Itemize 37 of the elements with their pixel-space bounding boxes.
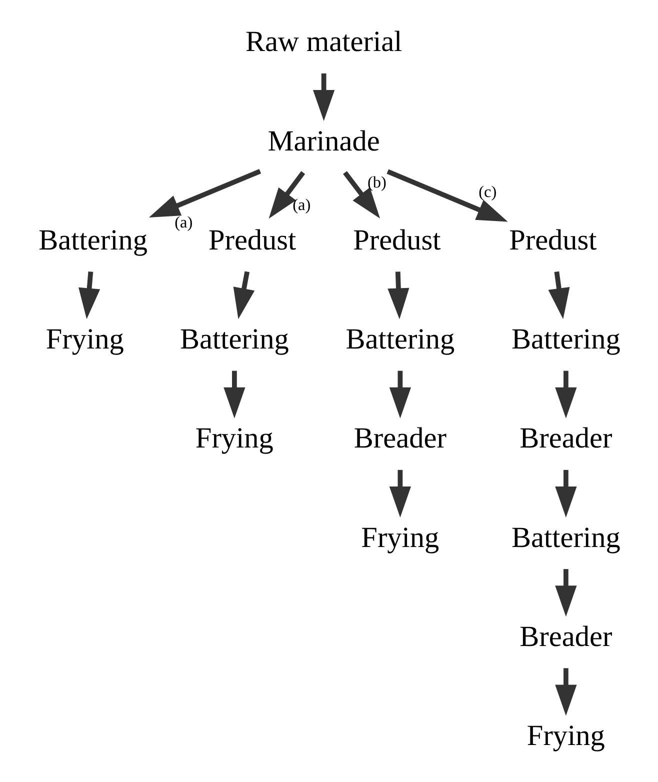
arrow xyxy=(312,73,334,121)
edge-label: (a) xyxy=(174,213,192,232)
arrow xyxy=(232,271,254,320)
node-text: Battering xyxy=(38,224,147,256)
node-text: Battering xyxy=(180,324,288,356)
node-text: Raw material xyxy=(244,26,402,58)
arrow xyxy=(554,370,576,418)
edge-label: (c) xyxy=(478,183,496,202)
node-text: Battering xyxy=(345,324,454,356)
node-text: Predust xyxy=(352,224,440,256)
node-text: Breader xyxy=(519,422,612,455)
node-text: Battering xyxy=(511,324,620,356)
arrow xyxy=(554,569,576,617)
node-text: Predust xyxy=(208,224,296,256)
node-text: Battering xyxy=(511,522,620,554)
arrow xyxy=(554,668,576,716)
arrow xyxy=(78,271,100,320)
arrow xyxy=(554,470,576,518)
edge-label: (b) xyxy=(366,174,386,192)
arrow xyxy=(548,271,570,320)
arrow xyxy=(386,169,508,222)
node-text: Predust xyxy=(508,224,596,256)
node-text: Frying xyxy=(360,522,439,554)
arrow xyxy=(223,370,245,418)
node-text: Breader xyxy=(519,620,612,653)
arrow xyxy=(387,272,409,320)
arrow xyxy=(268,171,305,219)
node-text: Frying xyxy=(526,720,604,752)
node-text: Breader xyxy=(353,422,446,455)
node-text: Frying xyxy=(45,324,124,356)
arrow xyxy=(148,169,261,218)
node-text: Frying xyxy=(194,422,273,455)
arrow xyxy=(388,370,411,418)
arrow xyxy=(388,470,411,518)
arrow xyxy=(342,171,380,219)
node-text: Marinade xyxy=(267,125,380,158)
edge-label: (a) xyxy=(292,196,310,214)
